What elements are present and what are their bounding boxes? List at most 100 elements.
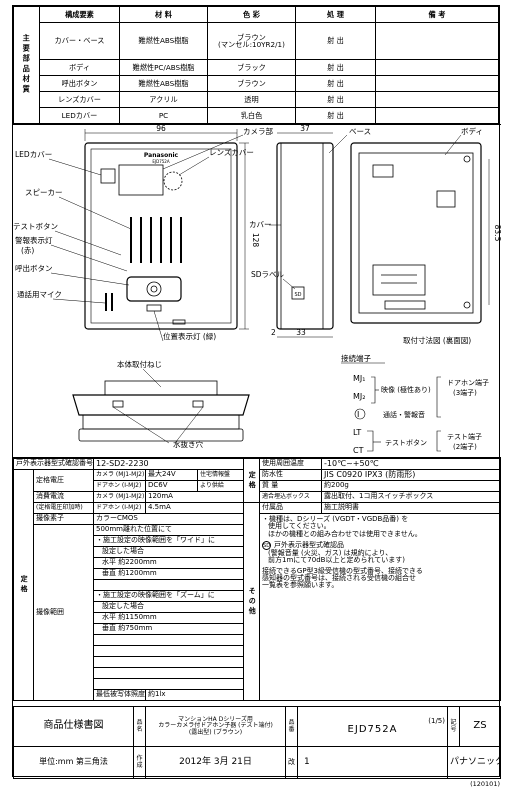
box-value: 露出取付、1コ用スイッチボックス bbox=[321, 491, 501, 503]
min-lux-value: 約1lx bbox=[144, 689, 261, 701]
side-view: SD 37 2 33 カバー SDラベル ベース bbox=[249, 124, 371, 338]
part-cell: ボディ bbox=[39, 59, 120, 77]
range-line: 垂直 約1200mm bbox=[92, 568, 245, 580]
brand-logo: Panasonic bbox=[144, 152, 179, 159]
rv-r1c: 住宅情報盤 bbox=[196, 469, 245, 481]
range-line: ・施工設定の映像範囲を「ワイド」に bbox=[92, 535, 245, 547]
note-cell bbox=[375, 21, 499, 61]
led-cover-shape bbox=[100, 168, 116, 184]
color-cell: ブラック bbox=[207, 59, 296, 77]
color-cell: 透明 bbox=[207, 91, 296, 109]
dim-width: 96 bbox=[156, 125, 166, 133]
rv-r2b: DC6V bbox=[145, 480, 198, 492]
temp-label: 使用周囲温度 bbox=[259, 458, 323, 470]
label-led-cover: LEDカバー bbox=[15, 150, 52, 159]
made-label: 作成 bbox=[133, 746, 146, 779]
unit-note: 単位:mm 第三角法 bbox=[13, 746, 134, 779]
label-alarm-lamp-color: (赤) bbox=[21, 246, 34, 255]
terminal-legend: MJ₁ MJ₂ 映像 (極性あり) ドアホン端子 (3端子) I 通話・警報音 … bbox=[353, 374, 489, 455]
materials-side-label: 主要部品材質 bbox=[13, 6, 40, 124]
note-line: 前方1mにて70dB以上と定められています) bbox=[268, 556, 405, 565]
product-name: マンションHA Dシリーズ用 カラーカメラ付ドアホン子器 (テスト端付) (露出… bbox=[145, 706, 286, 747]
position-lamp-shape bbox=[146, 304, 162, 312]
front-view: Panasonic EJD752A bbox=[13, 124, 273, 342]
note-line: 使用してください。 bbox=[268, 522, 331, 531]
header-process: 処 理 bbox=[295, 6, 376, 23]
material-cell: 難燃性PC/ABS樹脂 bbox=[119, 59, 208, 77]
waterproof-label: 防水性 bbox=[259, 469, 323, 481]
speaker-slots bbox=[130, 217, 182, 263]
cur-r2b: 4.5mA bbox=[144, 502, 245, 514]
sensor-label: 撮像素子 bbox=[33, 513, 94, 525]
door-terminal-count: (3端子) bbox=[453, 388, 477, 397]
camera-window bbox=[118, 164, 164, 196]
process-cell: 射 出 bbox=[295, 75, 376, 93]
note-line: 感知器の型式番号は、接続される受信機の組合せ bbox=[262, 574, 417, 583]
material-cell: PC bbox=[119, 107, 208, 124]
range-line: 設定した場合 bbox=[92, 601, 245, 613]
header-note: 備 考 bbox=[375, 6, 499, 23]
technical-drawing: Panasonic EJD752A bbox=[13, 124, 502, 458]
accessory-value: 施工説明書 bbox=[321, 502, 501, 514]
range-line: 水平 約1150mm bbox=[92, 612, 245, 624]
dim-33: 33 bbox=[296, 328, 306, 337]
rv-r1a: カメラ (MJ1-MJ2) bbox=[93, 469, 146, 481]
cur-r1a: カメラ (MJ1-MJ2) bbox=[93, 491, 146, 503]
product-name-line: (露出型) (ブラウン) bbox=[188, 728, 243, 736]
i-symbol: I bbox=[357, 410, 359, 419]
note-cell bbox=[375, 75, 499, 93]
note-line: 接続できるGP型3級受信機の型式番号、接続できる bbox=[262, 566, 423, 575]
rv-r2c: より供給 bbox=[196, 480, 245, 492]
company: パナソニック株式会社 bbox=[447, 746, 501, 779]
bottom-outline bbox=[72, 394, 250, 416]
dim-height: 128 bbox=[251, 233, 260, 248]
mj2: MJ₂ bbox=[353, 392, 365, 401]
part-cell: カバー・ベース bbox=[39, 21, 120, 61]
number-label: 品番 bbox=[285, 706, 298, 747]
page-number: (1/5) bbox=[428, 716, 445, 725]
note-line: ・機種は、Dシリーズ (VGDT・VGDB品番) を bbox=[262, 515, 409, 523]
spec-table: 戸外表示器型式確認番号 12-SD2-2230 定格 使用周囲温度 -10℃~+… bbox=[13, 458, 501, 701]
notes-cell: ・機種は、Dシリーズ (VGDT・VGDB品番) を 使用してください。 ほかの… bbox=[259, 513, 501, 701]
sd-mark: SD bbox=[294, 292, 301, 298]
current-label: 消費電流 bbox=[33, 491, 94, 503]
mark-value: ZS bbox=[459, 706, 501, 747]
model-small: EJD752A bbox=[152, 159, 169, 164]
spec-sheet: 主要部品材質 構成要素 材 料 色 彩 処 理 備 考 カバー・ベース 難燃性A… bbox=[12, 5, 502, 779]
title-table: 商品仕様書図 品名 マンションHA Dシリーズ用 カラーカメラ付ドアホン子器 (… bbox=[13, 706, 501, 779]
cur-r2a: ドアホン (I-MJ2) bbox=[93, 502, 146, 514]
note-line: (警報音量 (火災、ガス) は規約により、 bbox=[268, 549, 393, 558]
lt-label: LT bbox=[353, 428, 361, 437]
range-line: 水平 約2200mm bbox=[92, 557, 245, 569]
note-line: 戸外表示器型式確認品 bbox=[274, 540, 345, 549]
process-cell: 射 出 bbox=[295, 91, 376, 109]
spec-side-left: 定格 bbox=[13, 469, 34, 701]
part-cell: LEDカバー bbox=[39, 107, 120, 124]
lens-cover-shape bbox=[163, 171, 183, 191]
part-cell: レンズカバー bbox=[39, 91, 120, 109]
mj1: MJ₁ bbox=[353, 374, 365, 383]
sd-circle-icon: SD bbox=[262, 541, 272, 551]
label-speaker: スピーカー bbox=[25, 188, 63, 197]
model-confirm-value: 12-SD2-2230 bbox=[92, 458, 245, 470]
dim-2: 2 bbox=[271, 328, 276, 337]
accessory-label: 付属品 bbox=[259, 502, 323, 514]
note-line: ほかの機種との組み合わせでは使用できません。 bbox=[268, 529, 422, 538]
call-button-camera bbox=[146, 281, 162, 297]
mark-label: 記号 bbox=[447, 706, 460, 747]
material-cell: 難燃性ABS樹脂 bbox=[119, 75, 208, 93]
cur-r1b: 120mA bbox=[144, 491, 245, 503]
note-cell bbox=[375, 91, 499, 109]
label-body: ボディ bbox=[461, 126, 483, 136]
ct-label: CT bbox=[353, 446, 364, 455]
label-test-button: テストボタン bbox=[13, 222, 58, 231]
doc-type: 商品仕様書図 bbox=[13, 706, 134, 747]
range-line: 500mm離れた位置にて bbox=[92, 524, 245, 536]
label-cover: カバー bbox=[249, 220, 272, 229]
color-cell: 乳白色 bbox=[207, 107, 296, 124]
spec-side-right: その他 bbox=[243, 502, 261, 701]
header-part: 構成要素 bbox=[39, 6, 120, 23]
door-terminal: ドアホン端子 bbox=[447, 378, 489, 387]
label-mic: 通話用マイク bbox=[17, 289, 62, 299]
note-cell bbox=[375, 107, 499, 124]
